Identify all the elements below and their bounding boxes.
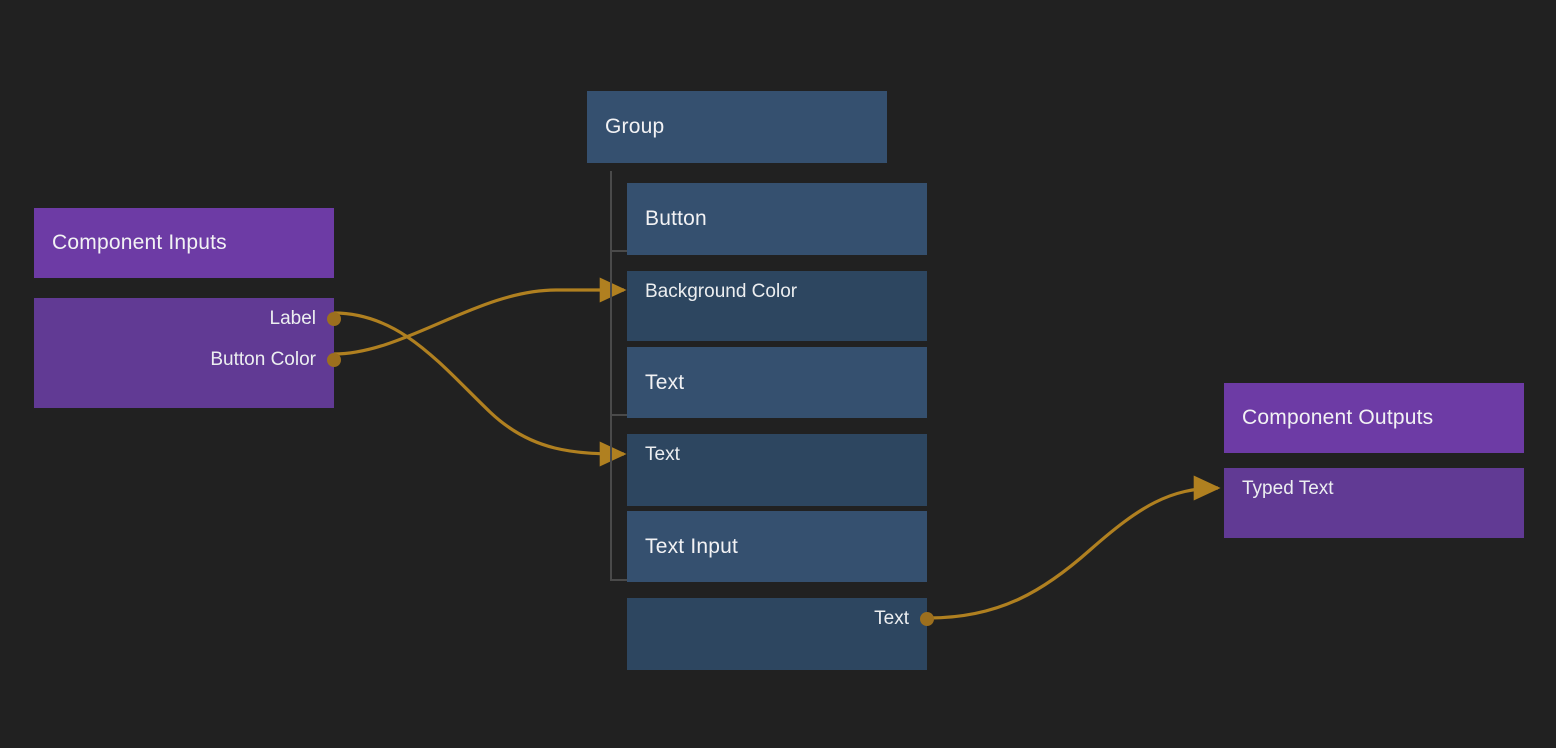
node-component-inputs-title: Component Inputs: [52, 231, 227, 254]
port-row-text-input-port[interactable]: Text: [627, 434, 927, 475]
edge-text-to-typed-text: [928, 475, 1221, 620]
node-button-title: Button: [645, 207, 707, 230]
node-component-outputs-body: Typed Text: [1224, 468, 1524, 538]
tree-trunk-line: [610, 171, 612, 581]
node-text-body: Text: [627, 434, 927, 506]
tree-branch-text: [610, 414, 628, 416]
edge-button-color-to-background-color: [333, 277, 627, 356]
node-text-input-body: Text: [627, 598, 934, 670]
node-text-input-title: Text Input: [645, 534, 739, 558]
port-label-text: Text: [645, 443, 680, 465]
port-row-button-color[interactable]: Button Color: [34, 339, 341, 380]
port-row-text-output[interactable]: Text: [627, 598, 934, 639]
port-label-typed-text: Typed Text: [1242, 477, 1334, 499]
node-group[interactable]: Group: [587, 91, 887, 163]
port-label-label: Label: [269, 307, 317, 329]
node-text-input[interactable]: Text Input Text: [627, 511, 934, 670]
node-component-inputs-body: Label Button Color: [34, 298, 341, 408]
node-button[interactable]: Button Background Color: [627, 183, 927, 341]
node-component-outputs-header: Component Outputs: [1224, 383, 1524, 453]
node-component-inputs-header: Component Inputs: [34, 208, 334, 278]
node-component-outputs[interactable]: Component Outputs Typed Text: [1224, 383, 1524, 538]
port-row-background-color[interactable]: Background Color: [627, 271, 927, 312]
port-row-label[interactable]: Label: [34, 298, 341, 339]
node-group-title: Group: [605, 115, 665, 138]
node-text-title: Text: [645, 370, 685, 394]
port-dot-button-color[interactable]: [327, 353, 341, 367]
port-label-text-output: Text: [874, 607, 909, 629]
node-button-header: Button: [627, 183, 927, 255]
tree-branch-button: [610, 250, 628, 252]
port-dot-text-output[interactable]: [920, 612, 934, 626]
node-component-inputs[interactable]: Component Inputs Label Button Color: [34, 208, 341, 408]
node-group-header: Group: [587, 91, 887, 163]
tree-branch-text-input: [610, 579, 628, 581]
node-text[interactable]: Text Text: [627, 347, 927, 506]
node-button-body: Background Color: [627, 271, 927, 341]
port-dot-label[interactable]: [327, 312, 341, 326]
node-component-outputs-title: Component Outputs: [1242, 406, 1434, 429]
node-text-input-header: Text Input: [627, 511, 927, 582]
node-text-header: Text: [627, 347, 927, 418]
port-label-button-color: Button Color: [210, 348, 316, 370]
port-row-typed-text[interactable]: Typed Text: [1224, 468, 1524, 509]
port-label-background-color: Background Color: [645, 280, 798, 302]
edge-label-to-text: [333, 311, 627, 467]
